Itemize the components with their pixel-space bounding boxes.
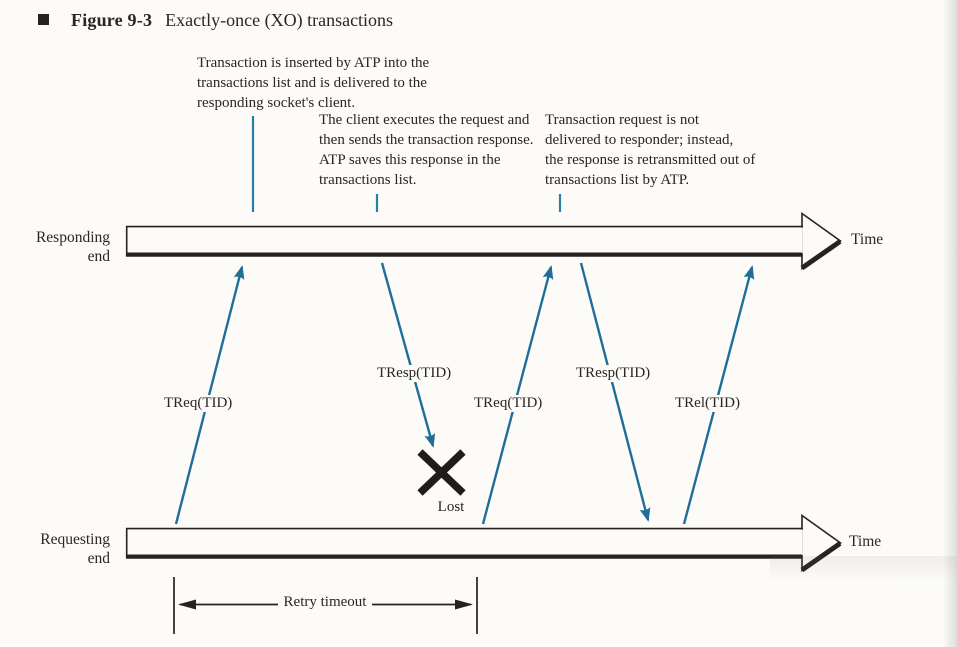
page-edge-shading [943, 0, 957, 647]
lost-x-mark [417, 449, 466, 496]
lost-label: Lost [437, 499, 465, 515]
annotation-line: Transaction is inserted by ATP into the [197, 55, 430, 71]
figure-caption: Figure 9-3 Exactly-once (XO) transaction… [38, 9, 393, 31]
scan-smudge [770, 556, 957, 582]
requesting-bar-fill [127, 529, 803, 556]
tresp2-arrow [579, 262, 651, 522]
responding-timeline-arrow [125, 211, 842, 271]
annotation-retransmit: Transaction request is not delivered to … [545, 110, 755, 190]
requesting-timeline-arrow [125, 513, 842, 573]
trel-label: TRel(TID) [672, 395, 743, 412]
treq1-label: TReq(TID) [161, 395, 236, 412]
requesting-end-line1: Requesting [40, 531, 110, 548]
annotation-line: the response is retransmitted out of [545, 152, 756, 168]
annotation-line: transactions list. [319, 172, 417, 188]
annotation-line: then sends the transaction response. [319, 132, 534, 148]
responding-end-line1: Responding [35, 229, 110, 246]
annotation-line: delivered to responder; instead, [545, 132, 734, 148]
responding-arrowhead [801, 211, 842, 271]
annotation-execute: The client executes the request and then… [319, 110, 534, 190]
requesting-end-label: Requesting end [28, 530, 110, 568]
square-bullet-icon [38, 14, 49, 25]
treq2-label: TReq(TID) [471, 395, 546, 412]
retry-timeout-label: Retry timeout [278, 594, 372, 611]
responding-time-label: Time [851, 231, 884, 248]
responding-end-label: Responding end [28, 228, 110, 266]
requesting-arrowhead-thick-edge [800, 541, 842, 573]
annotation-line: transactions list and is delivered to th… [197, 75, 427, 91]
retry-timeout-measure [173, 577, 478, 634]
requesting-end-line2: end [87, 550, 110, 567]
responding-bar-fill [127, 227, 803, 254]
annotation-line: Transaction request is not [545, 112, 700, 128]
requesting-time-label: Time [849, 533, 882, 550]
responding-end-line2: end [87, 248, 110, 265]
annotation-line: ATP saves this response in the [319, 152, 501, 168]
message-arrows [174, 262, 755, 525]
tresp2-label: TResp(TID) [573, 365, 654, 382]
tresp1-label: TResp(TID) [374, 365, 455, 382]
annotation-inserted: Transaction is inserted by ATP into the … [197, 53, 429, 113]
annotation-line: responding socket's client. [197, 95, 356, 111]
annotation-line: The client executes the request and [319, 112, 530, 128]
annotation-line: transactions list by ATP. [545, 172, 690, 188]
tresp1-arrow [380, 262, 436, 448]
annotation-leader-ticks [251, 116, 562, 212]
figure-title: Exactly-once (XO) transactions [165, 10, 394, 30]
responding-arrowhead-thick-edge [800, 239, 842, 271]
figure-number: Figure 9-3 [71, 10, 153, 30]
